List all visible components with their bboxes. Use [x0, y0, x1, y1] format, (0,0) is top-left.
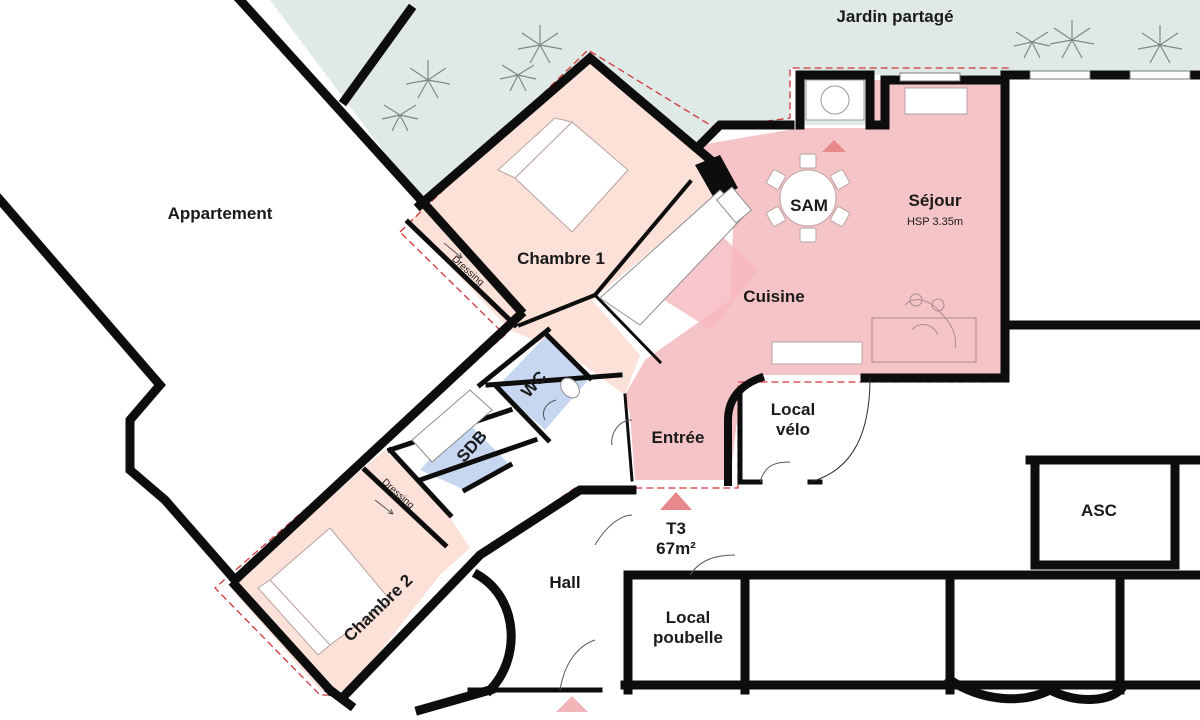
bin-room-label-line2: poubelle — [653, 628, 723, 647]
elevator-label: ASC — [1081, 501, 1117, 520]
bike-room-label-line1: Local — [771, 400, 815, 419]
living-label: Séjour — [909, 191, 962, 210]
hall-label: Hall — [549, 573, 580, 592]
bike-room-label-line2: vélo — [776, 420, 810, 439]
living-area — [625, 80, 1005, 480]
unit-area-label: 67m² — [656, 539, 696, 558]
ceiling-height-label: HSP 3.35m — [907, 216, 963, 228]
dining-label: SAM — [790, 196, 828, 215]
palm-plant-icon — [381, 20, 1183, 132]
kitchen-tiles — [648, 220, 758, 330]
entrance-label: Entrée — [652, 428, 705, 447]
kitchen-label: Cuisine — [743, 287, 804, 306]
apartment-label: Appartement — [168, 204, 273, 223]
arrow-icon — [374, 242, 463, 515]
triangle-up-icon — [556, 696, 588, 712]
bin-room-label-line1: Local — [666, 608, 710, 627]
garden-area — [270, 0, 1200, 200]
bedroom-1-label: Chambre 1 — [517, 249, 605, 268]
unit-type-label: T3 — [666, 519, 686, 538]
garden-label: Jardin partagé — [836, 7, 953, 26]
triangle-up-icon — [660, 492, 692, 510]
fixtures — [257, 70, 1191, 691]
triangle-up-icon — [822, 140, 846, 152]
